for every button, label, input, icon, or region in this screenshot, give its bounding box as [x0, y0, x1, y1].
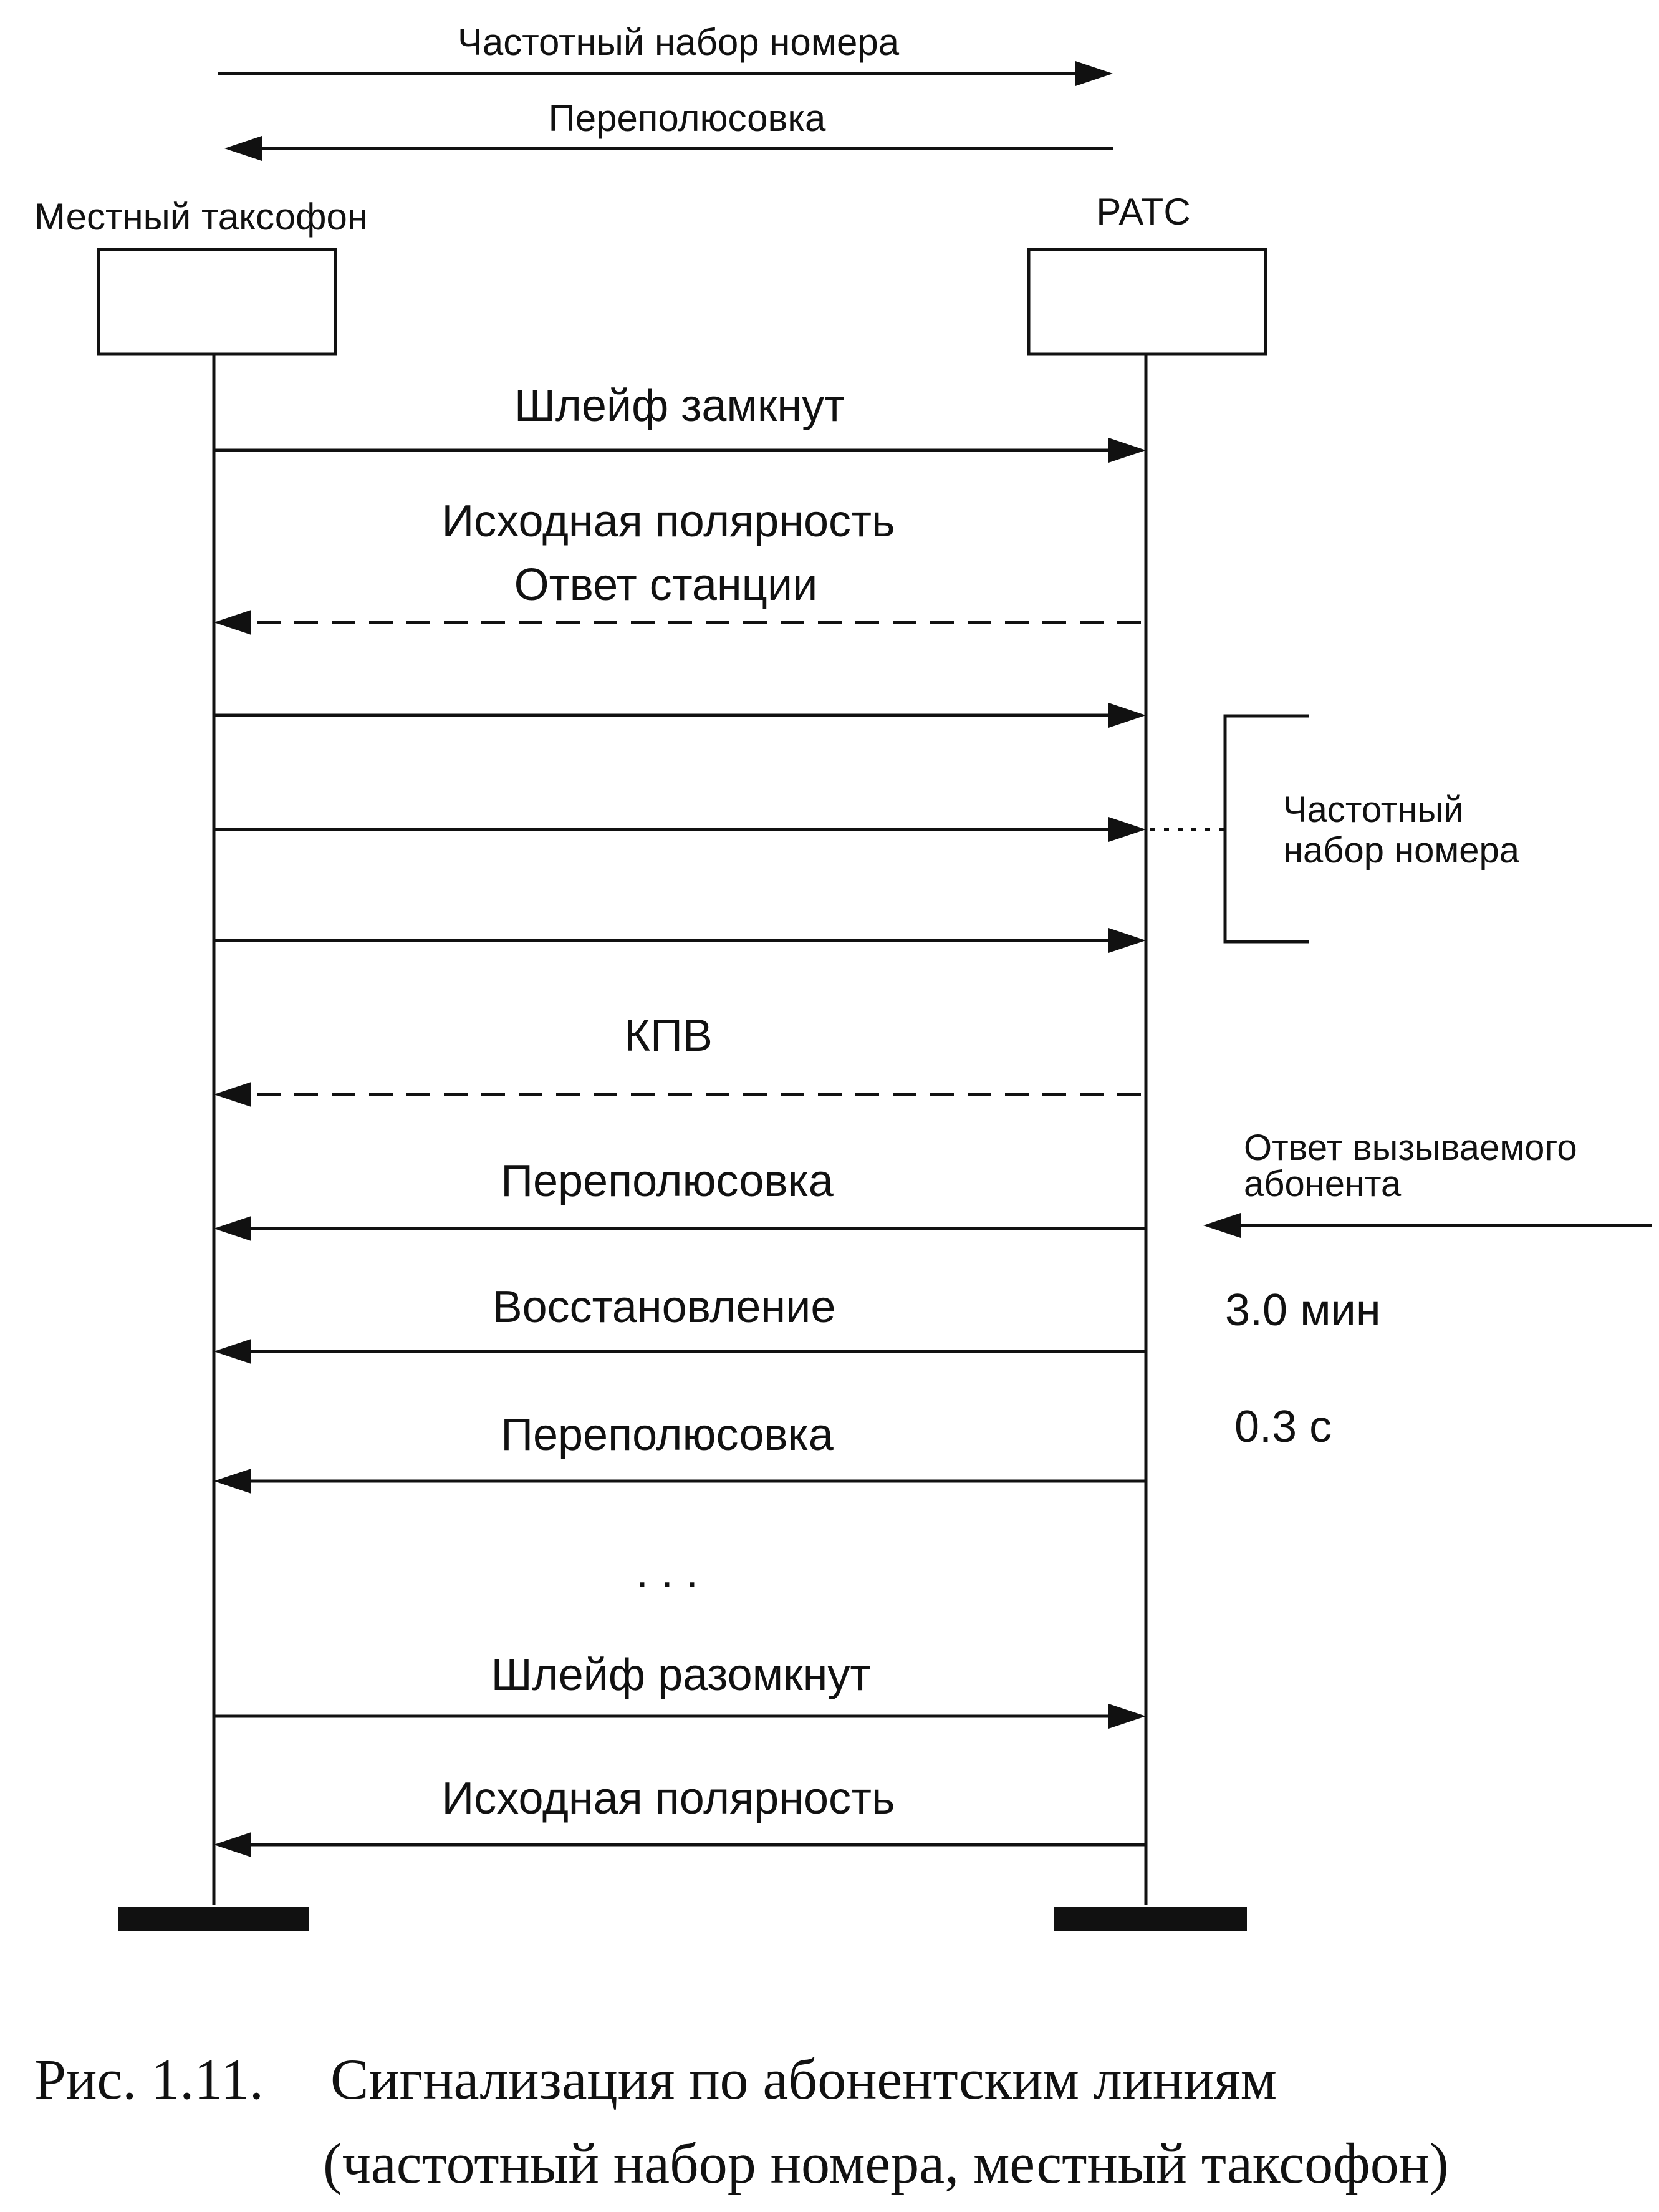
message-arrow: [214, 1469, 1146, 1494]
participant-right-label: РАТС: [1096, 191, 1190, 233]
message-arrow: [214, 1832, 1146, 1857]
participant-left-label: Местный таксофон: [34, 196, 368, 238]
participant-right-box: [1027, 248, 1267, 356]
dialing-bracket-label-1: Частотный: [1283, 790, 1464, 830]
message-label: Ответ станции: [514, 560, 818, 610]
dialing-bracket: [1223, 714, 1309, 944]
callee-answer-label-2: абонента: [1244, 1164, 1402, 1204]
message-label: Исходная полярность: [442, 1774, 895, 1823]
dialing-arrow: [214, 928, 1146, 953]
timer-label: 3.0 мин: [1225, 1285, 1381, 1335]
message-label: Шлейф замкнут: [514, 381, 845, 431]
callee-answer-label-1: Ответ вызываемого: [1244, 1128, 1577, 1168]
message-arrow-dashed: [214, 1082, 1141, 1107]
message-label: Исходная полярность: [442, 496, 895, 546]
message-arrow: [214, 1216, 1146, 1241]
legend-backward-label: Переполюсовка: [549, 97, 826, 139]
legend-forward-arrow: [218, 61, 1113, 86]
participant-left-box: [97, 248, 337, 356]
dialing-arrow: [214, 817, 1146, 842]
callee-answer-arrow: [1203, 1213, 1652, 1238]
lifeline-left-end: [118, 1907, 309, 1931]
timer-label: 0.3 с: [1234, 1402, 1332, 1452]
caption-line-2: (частотный набор номера, местный таксофо…: [323, 2132, 1449, 2195]
message-label: Шлейф разомкнут: [491, 1650, 871, 1700]
caption-number: Рис. 1.11.: [34, 2047, 264, 2111]
message-arrow: [214, 438, 1146, 463]
message-label: Переполюсовка: [501, 1410, 834, 1460]
ellipsis: . . .: [636, 1547, 698, 1597]
message-arrow: [214, 1704, 1146, 1729]
lifeline-right-end: [1054, 1907, 1247, 1931]
dialing-arrow: [214, 703, 1146, 728]
message-label: Переполюсовка: [501, 1156, 834, 1206]
legend-forward-label: Частотный набор номера: [458, 21, 900, 63]
message-arrow: [214, 1339, 1146, 1364]
message-arrow-dashed: [214, 610, 1141, 635]
dialing-bracket-label-2: набор номера: [1283, 830, 1520, 871]
message-label: Восстановление: [493, 1282, 836, 1332]
message-label: КПВ: [624, 1011, 713, 1061]
legend-backward-arrow: [224, 136, 1113, 161]
caption-line-1: Сигнализация по абонентским линиям: [330, 2047, 1277, 2111]
